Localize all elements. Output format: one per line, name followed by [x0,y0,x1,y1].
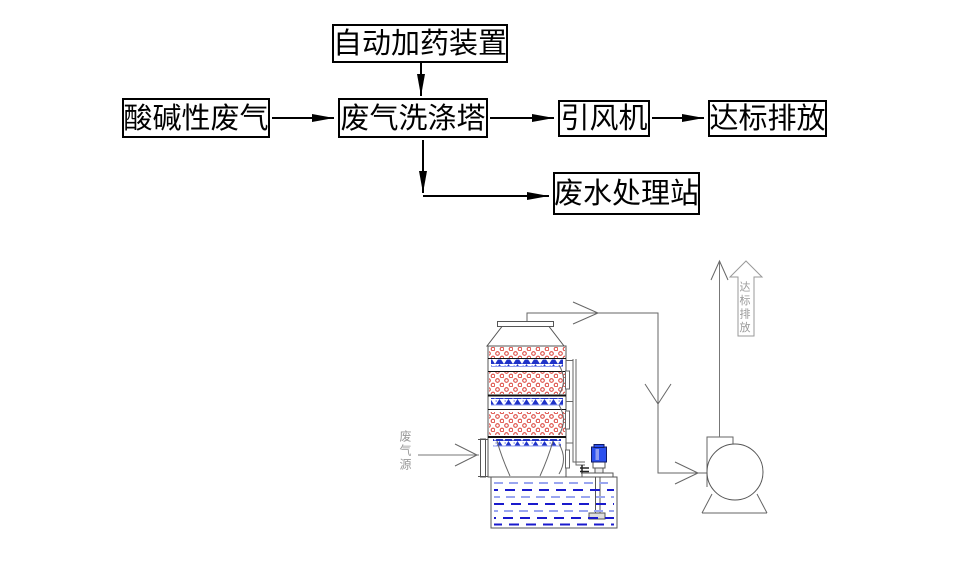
inlet-guide-left [496,440,511,477]
induced-draft-fan [701,436,768,514]
pump-motor-highlight [595,449,599,460]
flowchart-box-scrubber-tower: 废气洗涤塔 [338,98,488,138]
tower-top-flange [497,321,554,327]
recirculation-tank [490,476,618,529]
duct-arrow-into-fan-icon [674,461,700,485]
manway-brackets [558,364,570,475]
spray-row-2 [491,398,563,405]
pump-base-plate [581,472,614,478]
fan-scroll [706,443,764,501]
flowchart-box-induced-fan: 引风机 [558,100,650,137]
spray-row-1 [491,359,563,366]
recirculation-pump [581,444,614,520]
flowchart-box-acid-alkali-gas: 酸碱性废气 [122,98,270,138]
tower-section-dividers [488,358,566,438]
exhaust-arrow-up-icon [710,259,729,281]
pump-bracket [594,467,604,474]
packing-bed-middle [489,372,565,394]
duct-arrow-down-icon [644,383,672,405]
flowchart-box-compliant-discharge: 达标排放 [708,100,827,137]
gas-source-arrow-icon [454,443,479,467]
tower-body [487,345,567,478]
discharge-block-arrow-icon [728,260,764,337]
scrubber-equipment-drawing [418,259,768,529]
flowchart-box-dosing: 自动加药装置 [332,24,508,63]
flowchart-box-wastewater-station: 废水处理站 [553,172,700,215]
spray-row-3 [493,439,561,446]
gas-inlet-flange [480,438,486,478]
inlet-guide-right [539,440,554,477]
fan-base [701,493,768,514]
pump-coupling [592,461,606,469]
packing-bed-lower [489,412,565,435]
tank-water [494,482,614,526]
tower-cone [485,326,566,347]
flowchart-connectors [272,63,704,200]
packing-bed-top [489,347,565,358]
spray-headers [491,366,563,447]
gas-duct-pipe [526,312,735,474]
pump-motor-cap [593,444,605,448]
duct-arrow-right-icon [572,301,600,325]
stack-discharge-label: 达标排放 [738,281,751,335]
gas-source-label: 废气源 [398,430,412,472]
